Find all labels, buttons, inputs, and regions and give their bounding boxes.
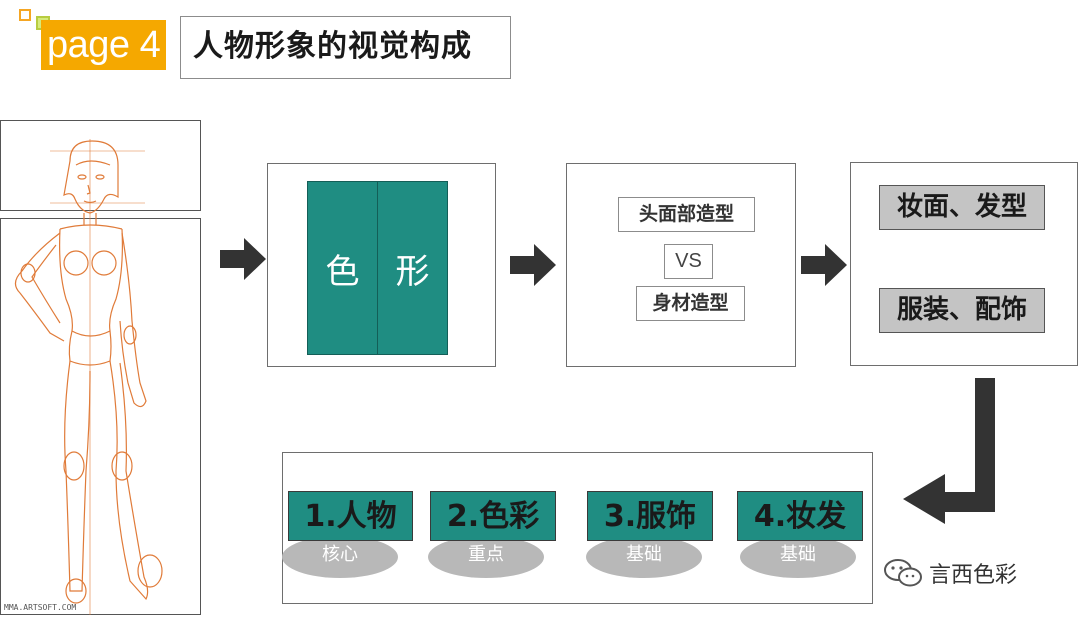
step-3-label: 3.服饰 [587,491,713,541]
step-1-sub-ellipse: 核心 [282,536,398,578]
body-styling-label: 身材造型 [636,286,745,321]
makeup-hair-label: 妆面、发型 [879,185,1045,230]
page-title: 人物形象的视觉构成 [180,16,511,79]
arrow-right-icon [801,244,847,286]
clothing-accessories-label: 服装、配饰 [879,288,1045,333]
step-3-sub-ellipse: 基础 [586,536,702,578]
arrow-right-icon [220,238,266,280]
step-2-sub-ellipse: 重点 [428,536,544,578]
decor-square-outline [19,9,31,21]
step-4-label: 4.妆发 [737,491,863,541]
wechat-icon [884,559,922,587]
vs-label: VS [664,244,713,279]
figure-body-frame [0,218,201,615]
color-shape-panel: 色 形 [307,181,448,355]
figure-head-frame [0,120,201,211]
arrow-right-icon [510,244,556,286]
step-1-label: 1.人物 [288,491,413,541]
brand-name: 言西色彩 [929,563,1018,588]
shape-label: 形 [395,251,430,292]
page-number-badge: page 4 [41,20,166,70]
color-label: 色 [308,182,378,354]
elbow-arrow-icon [903,378,995,524]
brand-logo: 言西色彩 [883,557,1017,589]
fashion-figure-sketch [14,139,163,615]
step-4-sub-ellipse: 基础 [740,536,856,578]
image-watermark: MMA.ARTSOFT.COM [4,603,77,612]
head-styling-label: 头面部造型 [618,197,755,232]
step-2-label: 2.色彩 [430,491,556,541]
